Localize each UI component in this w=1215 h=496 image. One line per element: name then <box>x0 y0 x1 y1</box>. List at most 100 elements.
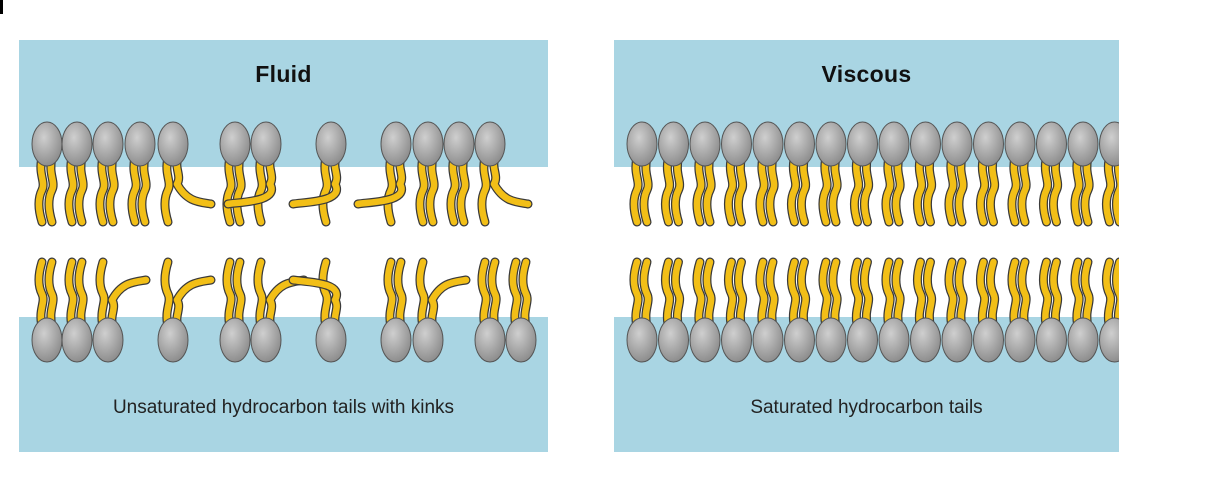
phospholipid-head <box>626 121 658 167</box>
hydrocarbon-tail <box>788 258 799 330</box>
phospholipid-head <box>219 121 251 167</box>
fluid-bilayer-illustration <box>19 40 548 452</box>
phospholipid-head <box>315 317 347 363</box>
hydrocarbon-tail <box>640 258 652 330</box>
hydrocarbon-tail <box>1018 154 1030 226</box>
hydrocarbon-tail <box>672 258 683 330</box>
phospholipid-head <box>1067 121 1099 167</box>
phospholipid-head <box>412 317 444 363</box>
hydrocarbon-tail <box>630 258 642 330</box>
hydrocarbon-tail <box>1050 154 1061 226</box>
phospholipid-head <box>92 121 124 167</box>
phospholipid-head <box>443 121 475 167</box>
viscous-caption: Saturated hydrocarbon tails <box>750 397 983 418</box>
hydrocarbon-tail <box>457 154 469 226</box>
hydrocarbon-tail <box>35 258 47 330</box>
phospholipid-head <box>315 121 347 167</box>
phospholipid-head <box>815 317 847 363</box>
hydrocarbon-tail <box>75 154 87 226</box>
hydrocarbon-tail <box>977 154 988 226</box>
phospholipid-head <box>847 317 878 363</box>
hydrocarbon-tail <box>892 154 904 226</box>
hydrocarbon-tail <box>1018 258 1030 330</box>
corner-mark <box>0 0 3 14</box>
hydrocarbon-tail <box>75 258 87 330</box>
hydrocarbon-tail <box>735 154 746 226</box>
hydrocarbon-tail <box>426 154 438 226</box>
hydrocarbon-tail <box>106 154 118 226</box>
hydrocarbon-tail <box>490 154 532 208</box>
phospholipid-head <box>689 317 721 363</box>
phospholipid-head <box>1099 121 1119 167</box>
hydrocarbon-tail <box>108 276 150 330</box>
fluid-title: Fluid <box>255 61 312 87</box>
hydrocarbon-tail <box>725 154 736 226</box>
hydrocarbon-tail <box>819 154 831 226</box>
hydrocarbon-tail <box>945 154 957 226</box>
phospholipid-head <box>1036 121 1067 167</box>
hydrocarbon-tail <box>138 154 150 226</box>
hydrocarbon-tail <box>289 154 340 208</box>
phospholipid-head <box>474 317 506 363</box>
hydrocarbon-tail <box>354 154 405 208</box>
phospholipid-head <box>250 121 282 167</box>
phospholipid-head <box>815 121 847 167</box>
hydrocarbon-tail <box>233 154 245 226</box>
hydrocarbon-tail <box>289 276 340 330</box>
hydrocarbon-tail <box>233 258 245 330</box>
hydrocarbon-tail <box>223 154 235 226</box>
hydrocarbon-tail <box>384 154 396 226</box>
hydrocarbon-tail <box>977 258 988 330</box>
hydrocarbon-tail <box>1113 258 1119 330</box>
hydrocarbon-tail <box>447 154 459 226</box>
hydrocarbon-tail <box>35 154 47 226</box>
hydrocarbon-tail <box>478 258 490 330</box>
hydrocarbon-tail <box>173 154 215 208</box>
hydrocarbon-tail <box>756 258 768 330</box>
phospholipid-head <box>626 317 658 363</box>
hydrocarbon-tail <box>509 258 521 330</box>
hydrocarbon-tail <box>703 154 715 226</box>
hydrocarbon-tail <box>662 154 673 226</box>
phospholipid-head <box>1004 317 1036 363</box>
phospholipid-head <box>61 121 93 167</box>
hydrocarbon-tail <box>384 258 396 330</box>
phospholipid-head <box>973 317 1004 363</box>
hydrocarbon-tail <box>45 154 57 226</box>
hydrocarbon-tail <box>1103 258 1114 330</box>
hydrocarbon-tail <box>428 276 470 330</box>
hydrocarbon-tail <box>672 154 683 226</box>
hydrocarbon-tail <box>756 154 768 226</box>
phospholipid-head <box>878 121 910 167</box>
hydrocarbon-tail <box>955 154 967 226</box>
hydrocarbon-tail <box>987 258 998 330</box>
hydrocarbon-tail <box>945 258 957 330</box>
hydrocarbon-tail <box>766 154 778 226</box>
hydrocarbon-tail <box>96 258 108 330</box>
phospholipid-head <box>941 317 973 363</box>
hydrocarbon-tail <box>394 258 406 330</box>
hydrocarbon-tail <box>65 154 77 226</box>
hydrocarbon-tail <box>96 154 108 226</box>
phospholipid-head <box>1004 121 1036 167</box>
hydrocarbon-tail <box>851 154 862 226</box>
phospholipid-head <box>505 317 537 363</box>
phospholipid-head <box>721 121 752 167</box>
phospholipid-head <box>124 121 156 167</box>
viscous-membrane-panel: Viscous Saturated hydrocarbon tails <box>614 40 1119 452</box>
phospholipid-head <box>847 121 878 167</box>
hydrocarbon-tail <box>735 258 746 330</box>
hydrocarbon-tail <box>924 258 935 330</box>
phospholipid-head <box>689 121 721 167</box>
hydrocarbon-tail <box>128 154 140 226</box>
phospholipid-head <box>1067 317 1099 363</box>
phospholipid-head <box>658 317 689 363</box>
phospholipid-head <box>1036 317 1067 363</box>
fluid-membrane-panel: Fluid Unsaturated hydrocarbon tails with… <box>19 40 548 452</box>
phospholipid-head <box>92 317 124 363</box>
hydrocarbon-tail <box>819 258 831 330</box>
phospholipid-head <box>784 121 815 167</box>
hydrocarbon-tail <box>254 154 266 226</box>
hydrocarbon-tail <box>65 258 77 330</box>
phospholipid-head <box>157 121 189 167</box>
